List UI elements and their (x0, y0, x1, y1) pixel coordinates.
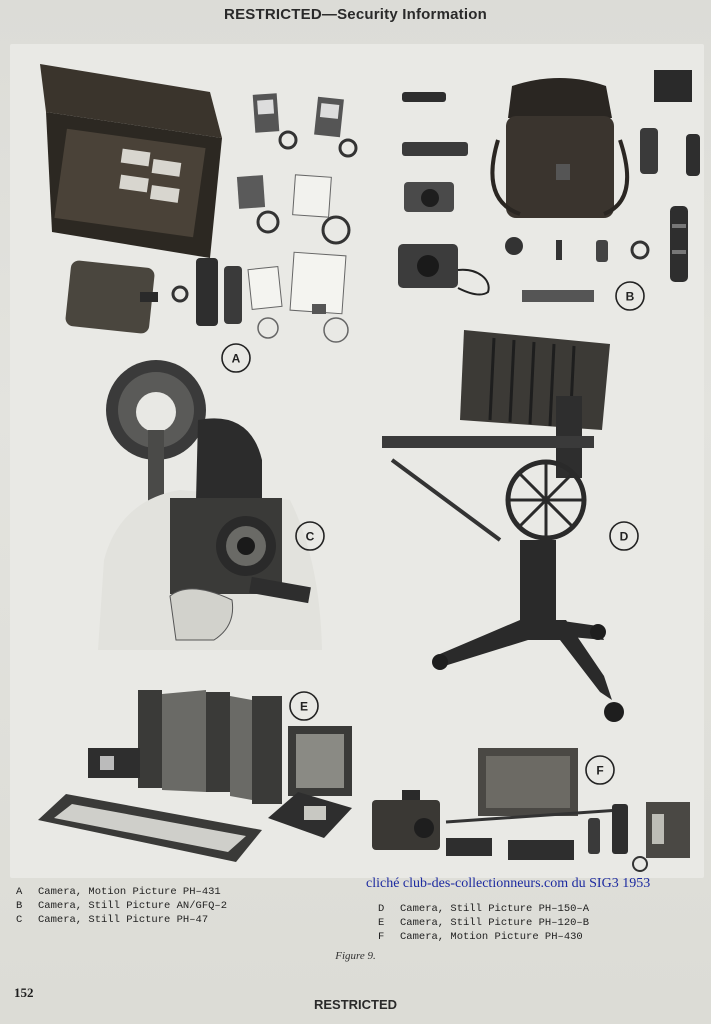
photo-credit-watermark: cliché club-des-collectionneurs.com du S… (366, 876, 651, 891)
plate-label-b: B (615, 281, 645, 311)
figure-caption: Figure 9. (335, 950, 376, 962)
svg-text:A: A (232, 352, 241, 366)
plate-label-e: E (289, 691, 319, 721)
plate-label-f: F (585, 755, 615, 785)
plate-label-c: C (295, 521, 325, 551)
page-footer: RESTRICTED (313, 997, 398, 1012)
svg-text:C: C (306, 530, 315, 544)
group-b-illustration (398, 70, 700, 302)
svg-text:D: D (620, 530, 629, 544)
page-number: 152 (14, 985, 34, 1000)
svg-text:F: F (596, 764, 603, 778)
group-e-illustration (38, 690, 352, 862)
group-d-illustration (382, 330, 624, 722)
svg-text:E: E (300, 700, 308, 714)
group-a-illustration (40, 64, 358, 343)
plate-label-a: A (221, 343, 251, 373)
group-c-illustration (98, 360, 322, 650)
page-header: RESTRICTED—Security Information (224, 6, 487, 23)
svg-text:B: B (626, 290, 635, 304)
group-f-illustration (372, 748, 690, 872)
plate-label-d: D (609, 521, 639, 551)
